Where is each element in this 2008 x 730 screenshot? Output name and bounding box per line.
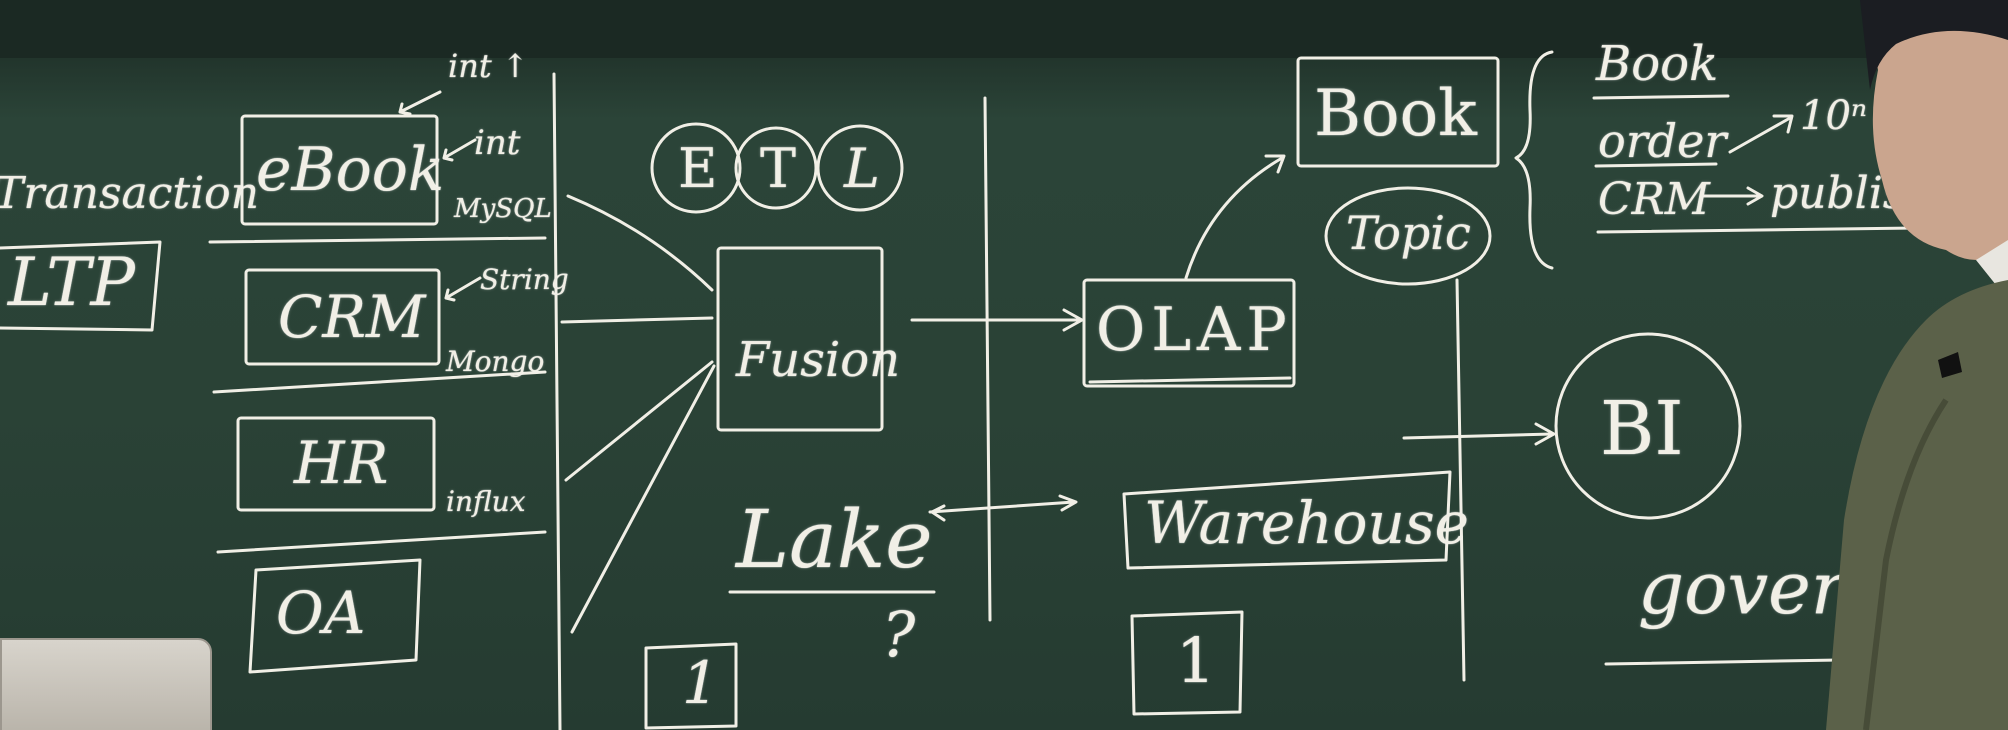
box-one-left: 1 — [682, 649, 719, 717]
note-order: order — [1598, 114, 1727, 168]
book-label: Book — [1314, 77, 1477, 151]
annotation-int-up: int ↑ — [448, 47, 529, 85]
oltp-label: LTP — [8, 244, 135, 321]
laptop-lid — [0, 638, 212, 730]
lake-label: Lake — [736, 493, 933, 586]
etl-e: E — [678, 137, 718, 200]
etl-t: T — [760, 137, 797, 200]
oa-label: OA — [276, 579, 366, 647]
note-book: Book — [1596, 36, 1719, 92]
lake-question: ? — [882, 598, 916, 671]
presenter-figure — [1826, 0, 2008, 730]
warehouse-label: Warehouse — [1144, 489, 1469, 557]
olap-label: OLAP — [1096, 295, 1293, 365]
annotation-influx: influx — [446, 485, 526, 518]
annotation-mysql: MySQL — [454, 194, 552, 224]
annotation-mongo: Mongo — [446, 345, 545, 378]
crm-label: CRM — [278, 283, 426, 351]
note-crm: CRM — [1598, 174, 1710, 225]
board-top-edge — [0, 0, 2008, 58]
bi-label: BI — [1600, 386, 1684, 472]
annotation-string: String — [480, 263, 569, 296]
note-power: 10ⁿ — [1800, 93, 1868, 139]
etl-l: L — [844, 137, 880, 200]
hr-label: HR — [294, 429, 389, 497]
box-one-right: 1 — [1176, 624, 1216, 697]
topic-label: Topic — [1346, 206, 1471, 260]
ebook-label: eBook — [256, 135, 445, 205]
fusion-label: Fusion — [736, 332, 901, 388]
annotation-int: int — [474, 123, 521, 163]
transaction-label: Transaction — [0, 168, 259, 219]
